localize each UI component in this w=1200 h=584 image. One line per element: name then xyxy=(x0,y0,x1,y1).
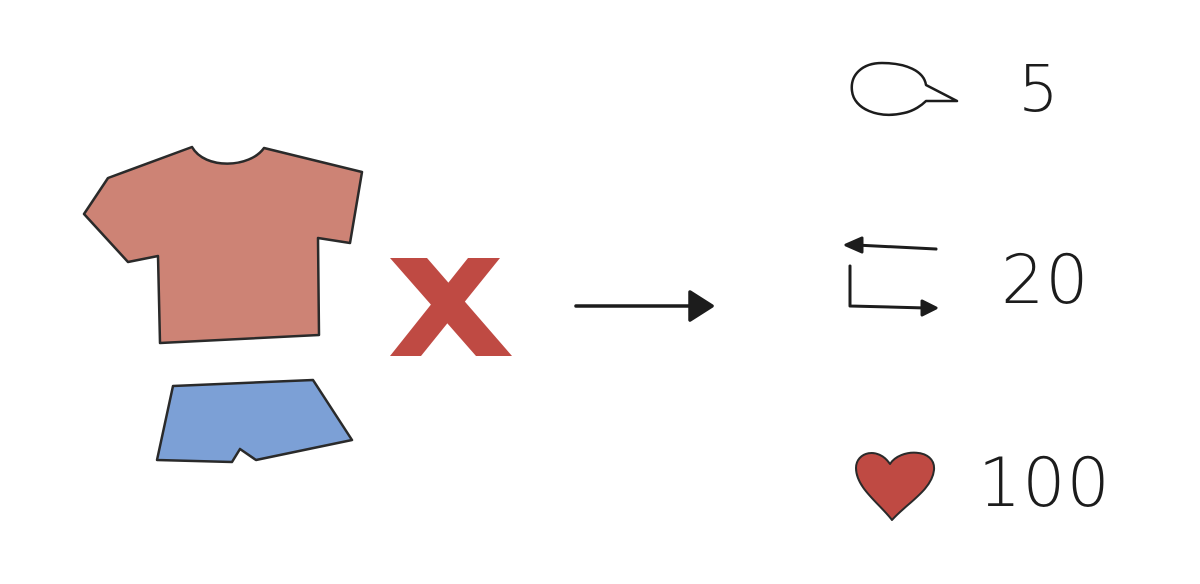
reposts-count: 20 xyxy=(1001,241,1090,320)
repost-icon xyxy=(844,236,938,317)
t-shirt-icon xyxy=(82,145,364,345)
speech-bubble-icon xyxy=(850,61,959,116)
likes-count: 100 xyxy=(978,444,1111,523)
heart-icon xyxy=(855,451,936,521)
likes-stat: 100 xyxy=(850,444,1111,524)
arrow-right-icon xyxy=(574,290,714,322)
cross-mark-icon xyxy=(390,258,512,356)
reposts-stat: 20 xyxy=(838,236,1090,326)
comments-count: 5 xyxy=(1018,53,1060,127)
shorts-icon xyxy=(155,378,354,464)
comments-stat: 5 xyxy=(842,55,1060,125)
